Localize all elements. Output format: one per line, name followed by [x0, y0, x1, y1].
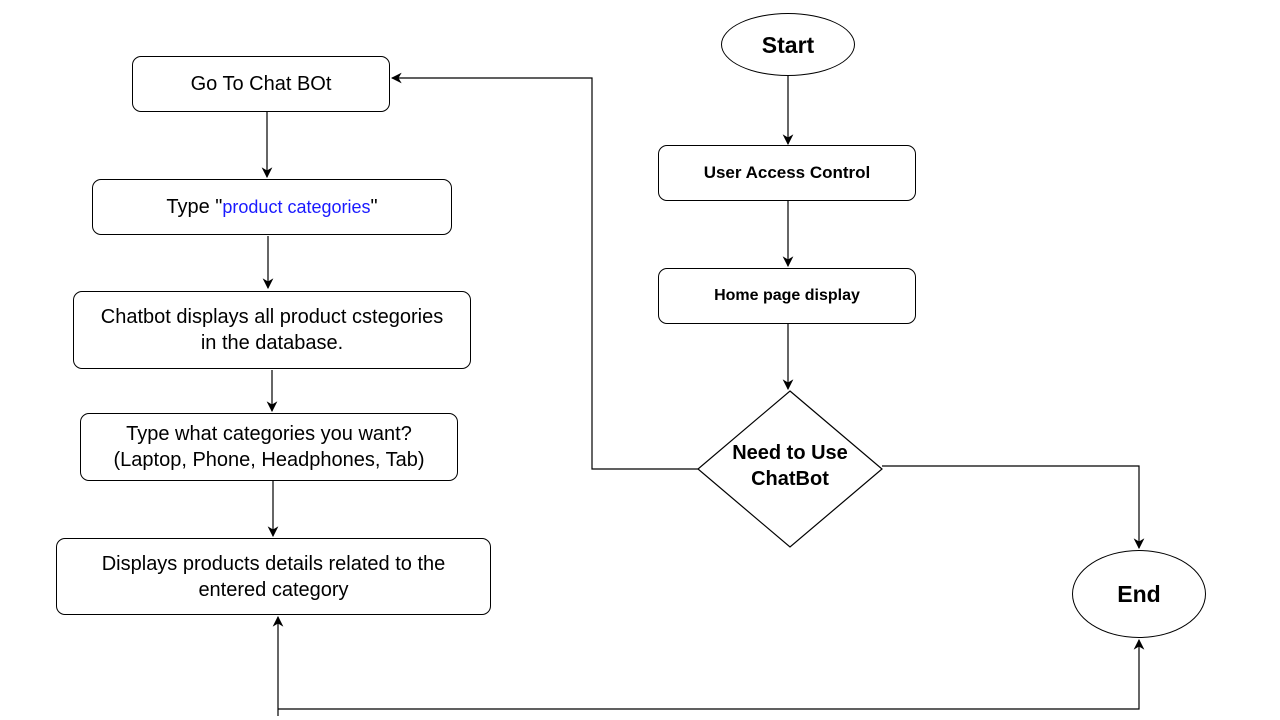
type-product-categories-label: Type "product categories"	[166, 194, 377, 220]
home-page-display-node: Home page display	[658, 268, 916, 324]
chatbot-displays-line1: Chatbot displays all product cstegories	[100, 306, 444, 328]
decision-diamond	[697, 390, 883, 548]
arrow-decision-to-end	[882, 465, 1145, 550]
displays-products-line1: Displays products details related to the	[101, 552, 446, 575]
type-product-categories-node: Type "product categories"	[92, 179, 452, 235]
displays-products-node: Displays products details related to the…	[56, 538, 491, 615]
chatbot-displays-categories-node: Chatbot displays all product cstegories …	[73, 291, 471, 369]
chatbot-displays-categories-text: Chatbot displays all product cstegories …	[101, 304, 443, 356]
start-label: Start	[761, 31, 815, 58]
type-prefix: Type "	[166, 196, 223, 218]
home-page-display-label: Home page display	[714, 287, 860, 304]
type-categories-line1: Type what categories you want?	[126, 423, 412, 445]
decision-label: Need to Use ChatBot	[700, 440, 880, 492]
type-categories-node: Type what categories you want? (Laptop, …	[80, 413, 458, 481]
end-node: End	[1072, 550, 1206, 638]
decision-label-line1: Need to Use	[732, 442, 848, 464]
go-to-chat-bot-label: Go To Chat BOt	[190, 73, 332, 95]
type-categories-line2: (Laptop, Phone, Headphones, Tab)	[113, 449, 425, 471]
type-suffix: "	[370, 196, 378, 218]
chatbot-displays-line2: in the database.	[200, 332, 344, 354]
arrow-decision-to-chatbot	[390, 72, 698, 470]
user-access-control-label: User Access Control	[703, 163, 871, 182]
type-highlight: product categories	[222, 197, 371, 217]
arrow-bottom-to-end	[278, 638, 1145, 710]
displays-products-text: Displays products details related to the…	[102, 551, 446, 603]
displays-products-line2: entered category	[198, 578, 349, 601]
decision-label-line2: ChatBot	[751, 468, 829, 490]
end-label: End	[1117, 581, 1161, 607]
go-to-chat-bot-node: Go To Chat BOt	[132, 56, 390, 112]
start-node: Start	[721, 13, 855, 76]
type-categories-text: Type what categories you want? (Laptop, …	[114, 421, 425, 473]
user-access-control-node: User Access Control	[658, 145, 916, 201]
